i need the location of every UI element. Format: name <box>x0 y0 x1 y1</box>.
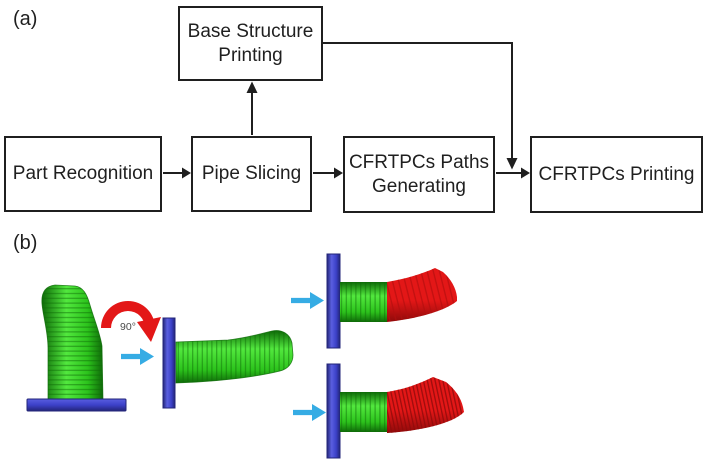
green-pipe-upright-layer-lines <box>41 285 103 400</box>
green-pipe-straight-top-layer-lines <box>340 282 387 322</box>
flow-box-label: Part Recognition <box>12 163 154 185</box>
red-pipe-elbow-top-ribs <box>387 268 457 322</box>
build-plate <box>26 398 127 412</box>
green-pipe-horizontal-layer-lines <box>176 330 293 383</box>
flow-box-base-structure-printing: Base Structure Printing <box>178 6 323 81</box>
upright-pipe-assembly <box>26 284 127 412</box>
flow-arrow-part-to-slicing <box>163 167 191 179</box>
flow-box-cfrtpcs-paths-generating: CFRTPCs Paths Generating <box>343 136 495 213</box>
printed-pipe-assembly-top <box>326 253 457 349</box>
pipe-illustration: 90° <box>26 253 464 459</box>
rotate-90-arrow-icon: 90° <box>101 301 161 342</box>
flow-box-pipe-slicing: Pipe Slicing <box>191 136 312 212</box>
process-arrow-icon-1 <box>121 348 154 365</box>
panel-a-label: (a) <box>13 8 38 30</box>
rotation-angle-label: 90° <box>120 321 136 333</box>
printed-pipe-assembly-bottom <box>326 363 464 459</box>
flow-box-label: Base Structure Printing <box>187 21 314 66</box>
print-wall-3 <box>326 363 341 459</box>
print-wall-2 <box>326 253 341 349</box>
process-arrow-icon-3 <box>293 404 326 421</box>
green-pipe-straight-bottom-layer-lines <box>340 392 387 432</box>
flowchart-connectors <box>163 42 530 179</box>
print-wall-1 <box>162 317 176 409</box>
rotate-arrowhead <box>137 317 161 342</box>
red-pipe-elbow-bottom-ribs <box>387 377 464 433</box>
process-arrow-icon-2 <box>291 292 324 309</box>
flow-arrow-paths-to-printing <box>496 167 530 179</box>
panel-b-label: (b) <box>13 232 38 254</box>
flow-arrow-slicing-to-base <box>246 81 258 135</box>
flow-arrow-slicing-to-paths <box>313 167 343 179</box>
flow-box-label: CFRTPCs Paths Generating <box>348 152 490 197</box>
flow-box-cfrtpcs-printing: CFRTPCs Printing <box>530 136 703 213</box>
flow-box-label: Pipe Slicing <box>201 163 302 185</box>
flow-box-part-recognition: Part Recognition <box>4 136 162 212</box>
rotate-arc <box>101 301 155 328</box>
flow-box-label: CFRTPCs Printing <box>538 163 695 185</box>
flow-connector-base-to-printing <box>323 42 518 170</box>
horizontal-pipe-assembly <box>162 317 294 409</box>
